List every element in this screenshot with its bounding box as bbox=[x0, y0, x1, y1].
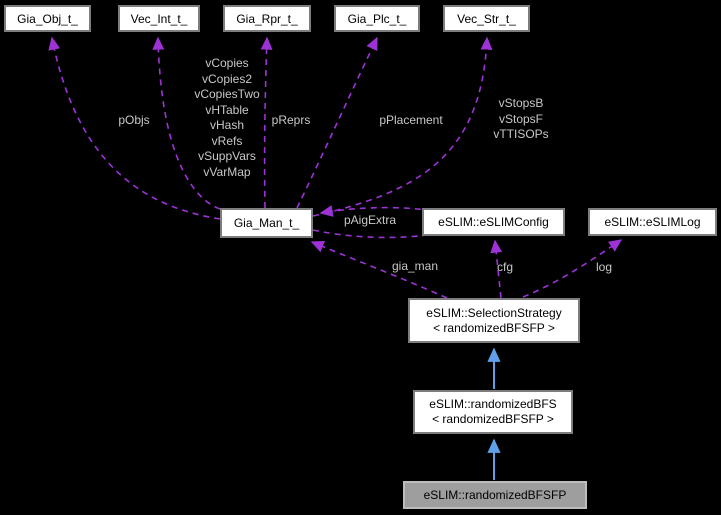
edge-cfg bbox=[490, 239, 503, 299]
node-gia-plc-t[interactable]: Gia_Plc_t_ bbox=[334, 5, 420, 32]
edge-label-pplacement: pPlacement bbox=[379, 113, 443, 127]
edge-pplacement bbox=[296, 36, 378, 209]
node-randomized-bfs-line2: < randomizedBFSFP > bbox=[432, 412, 554, 426]
edge-vcopies bbox=[152, 36, 221, 210]
node-vec-int-t[interactable]: Vec_Int_t_ bbox=[118, 5, 200, 32]
edge-label-vcopies-group: vCopies vCopies2 vCopiesTwo vHTable vHas… bbox=[194, 56, 260, 179]
edge-label-preprs: pReprs bbox=[271, 113, 311, 127]
node-randomized-bfs-line1: eSLIM::randomizedBFS bbox=[429, 397, 557, 411]
edge-label-pobjs: pObjs bbox=[118, 113, 150, 127]
node-selection-strategy-line2: < randomizedBFSFP > bbox=[433, 320, 555, 335]
edge-gia-man bbox=[310, 241, 448, 299]
edge-label-log: log bbox=[595, 260, 613, 274]
node-selection-strategy-line1: eSLIM::SelectionStrategy bbox=[426, 305, 562, 320]
node-randomized-bfsfp-focus: eSLIM::randomizedBFSFP bbox=[403, 481, 587, 509]
edge-preprs bbox=[260, 36, 273, 209]
node-selection-strategy[interactable]: eSLIM::SelectionStrategy < randomizedBFS… bbox=[408, 298, 580, 343]
node-vec-str-t[interactable]: Vec_Str_t_ bbox=[443, 5, 530, 32]
edge-vstops bbox=[312, 36, 493, 217]
edge-label-vstops-group: vStopsB vStopsF vTTISOPs bbox=[493, 96, 549, 141]
edge-label-paigextra: pAigExtra bbox=[343, 213, 397, 227]
edge-pobjs bbox=[48, 36, 221, 220]
node-gia-obj-t[interactable]: Gia_Obj_t_ bbox=[4, 5, 91, 32]
node-eslim-log[interactable]: eSLIM::eSLIMLog bbox=[588, 208, 717, 236]
node-gia-rpr-t[interactable]: Gia_Rpr_t_ bbox=[223, 5, 311, 32]
node-randomized-bfs[interactable]: eSLIM::randomizedBFS < randomizedBFSFP > bbox=[413, 390, 573, 434]
edge-label-gia-man: gia_man bbox=[391, 259, 439, 273]
edge-label-cfg: cfg bbox=[496, 260, 514, 274]
edge-log bbox=[522, 239, 623, 298]
node-gia-man-t[interactable]: Gia_Man_t_ bbox=[220, 208, 313, 238]
node-eslim-config[interactable]: eSLIM::eSLIMConfig bbox=[422, 208, 565, 236]
